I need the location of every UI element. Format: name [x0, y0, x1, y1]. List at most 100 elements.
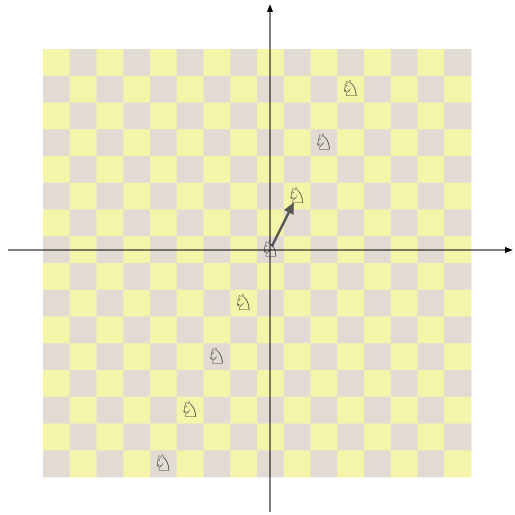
board-square [150, 182, 178, 210]
board-square [230, 209, 258, 237]
white-knight-icon: ♘ [233, 291, 253, 316]
board-square [283, 129, 311, 157]
board-square [43, 49, 71, 77]
board-square [310, 450, 338, 478]
board-square [283, 450, 311, 478]
board-square [150, 156, 178, 184]
board-square [257, 263, 285, 291]
board-square [257, 182, 285, 210]
board-square [230, 129, 258, 157]
board-square [390, 102, 418, 130]
board-square [150, 263, 178, 291]
board-square [176, 129, 204, 157]
board-square [310, 370, 338, 398]
board-square [337, 49, 365, 77]
board-square [364, 182, 392, 210]
knight-pieces: ♘♘♘♘♘♘♘♘ [153, 77, 360, 477]
board-square [96, 343, 124, 371]
board-square [230, 450, 258, 478]
board-square [417, 182, 445, 210]
board-square [123, 370, 151, 398]
board-square [417, 370, 445, 398]
board-square [176, 209, 204, 237]
board-square [150, 396, 178, 424]
board-square [69, 209, 97, 237]
board-square [43, 209, 71, 237]
board-square [69, 129, 97, 157]
board-square [390, 396, 418, 424]
board-square [310, 129, 338, 157]
board-square [69, 423, 97, 451]
board-square [123, 396, 151, 424]
board-square [43, 75, 71, 103]
board-square [176, 450, 204, 478]
board-square [69, 75, 97, 103]
board-square [123, 450, 151, 478]
board-square [203, 396, 231, 424]
board-square [417, 102, 445, 130]
board-square [257, 450, 285, 478]
board-square [283, 316, 311, 344]
board-square [337, 450, 365, 478]
board-square [337, 396, 365, 424]
board-square [444, 370, 472, 398]
board-square [337, 343, 365, 371]
board-square [444, 182, 472, 210]
board-square [310, 263, 338, 291]
board-square [123, 49, 151, 77]
board-square [417, 75, 445, 103]
board-square [150, 49, 178, 77]
board-square [43, 370, 71, 398]
board-square [69, 156, 97, 184]
board-square [444, 450, 472, 478]
board-square [390, 49, 418, 77]
board-square [364, 343, 392, 371]
board-square [417, 156, 445, 184]
board-square [176, 263, 204, 291]
board-square [417, 423, 445, 451]
coordinate-axes [8, 4, 513, 512]
board-square [337, 289, 365, 317]
board-square [283, 396, 311, 424]
board-square [257, 370, 285, 398]
board-square [444, 343, 472, 371]
board-square [230, 289, 258, 317]
board-square [337, 129, 365, 157]
board-square [257, 316, 285, 344]
board-square [123, 423, 151, 451]
board-square [310, 423, 338, 451]
board-square [230, 102, 258, 130]
board-square [257, 289, 285, 317]
checkerboard [43, 49, 472, 478]
board-square [150, 370, 178, 398]
board-square [203, 49, 231, 77]
board-square [364, 396, 392, 424]
board-square [283, 102, 311, 130]
board-square [417, 129, 445, 157]
board-square [96, 396, 124, 424]
board-square [69, 289, 97, 317]
board-square [43, 343, 71, 371]
board-square [283, 423, 311, 451]
board-square [337, 209, 365, 237]
board-square [337, 156, 365, 184]
board-square [417, 316, 445, 344]
board-square [69, 396, 97, 424]
board-square [283, 263, 311, 291]
board-square [96, 263, 124, 291]
board-square [283, 75, 311, 103]
board-square [444, 396, 472, 424]
board-square [123, 156, 151, 184]
board-square [310, 102, 338, 130]
board-square [257, 423, 285, 451]
board-square [390, 316, 418, 344]
board-square [150, 423, 178, 451]
board-square [390, 182, 418, 210]
board-square [444, 49, 472, 77]
board-square [69, 316, 97, 344]
board-square [203, 316, 231, 344]
white-knight-icon: ♘ [153, 452, 173, 477]
board-square [43, 182, 71, 210]
board-square [203, 209, 231, 237]
board-square [69, 343, 97, 371]
